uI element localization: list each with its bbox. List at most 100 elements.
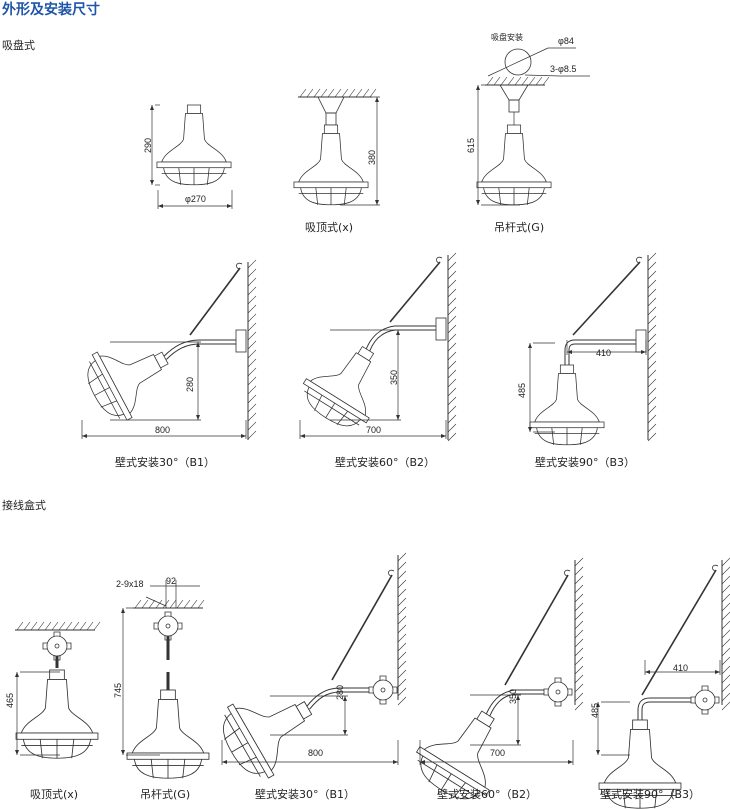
dim-label: 吸盘安装 <box>491 33 523 42</box>
lamp-arm-inner <box>638 698 700 720</box>
lamp <box>156 104 232 186</box>
junction-box <box>153 611 183 641</box>
lamp-cage <box>420 755 481 800</box>
lamp-rim <box>156 161 232 169</box>
lamp-cage-bars <box>298 187 364 205</box>
support-chain <box>504 574 569 686</box>
wall-hatch <box>447 252 457 442</box>
junction-box-body <box>372 679 394 701</box>
ceiling-hatch <box>299 88 377 98</box>
lamp <box>302 345 375 427</box>
lamp-cage <box>133 759 203 779</box>
lamp-cage-bars <box>604 789 676 809</box>
lamp-body <box>131 699 205 754</box>
lamp-rim <box>529 421 605 429</box>
lamp-cage-bars <box>161 167 227 185</box>
lamp-cage <box>306 386 361 427</box>
junction-box-screw <box>54 643 60 649</box>
wall-hook <box>636 256 643 264</box>
lamp-rim <box>293 181 369 189</box>
mount-stem <box>508 99 520 113</box>
junction-box <box>690 685 720 715</box>
lamp-rim <box>15 732 99 740</box>
suction-plate-axis <box>487 47 549 77</box>
suction-plate-circle <box>504 48 532 76</box>
page-title: 外形及安装尺寸 <box>2 2 100 18</box>
wall-hatch <box>247 259 257 440</box>
lamp-rim <box>598 782 682 790</box>
dim-label: 2-9x18 <box>116 579 144 589</box>
caption: 壁式安装60°（B2） <box>335 456 436 469</box>
junction-box <box>368 675 398 705</box>
dim-label: 800 <box>308 748 324 758</box>
caption: 吊杆式(G) <box>140 788 191 801</box>
dim-label: φ270 <box>185 194 206 204</box>
junction-box-screw <box>702 697 708 703</box>
lamp-arm-inner <box>306 688 385 709</box>
dim-label: 290 <box>143 137 153 153</box>
wall-hatch <box>721 557 730 711</box>
junction-box-body <box>547 681 569 703</box>
wall-hook <box>436 256 443 264</box>
junction-box-screw <box>165 623 171 629</box>
dim-label: φ84 <box>558 36 574 46</box>
ceiling-mount <box>499 84 529 101</box>
support-chain <box>389 261 441 323</box>
lamp-cage <box>605 789 675 809</box>
wall-hook <box>712 564 719 572</box>
dim-label: 280 <box>335 684 345 700</box>
lamp-cage <box>536 427 598 446</box>
wall-bracket <box>635 329 647 353</box>
lamp-cage-bars <box>132 759 204 779</box>
junction-box-body <box>694 689 716 711</box>
lamp-cage-bars <box>224 714 261 777</box>
dim-label: 280 <box>185 376 195 392</box>
dim-label: 380 <box>367 149 377 165</box>
lamp <box>476 124 552 206</box>
ceiling-hatch <box>486 76 550 86</box>
lamp-cage-bars <box>481 187 547 205</box>
lamp <box>15 669 99 759</box>
lamp-body <box>234 703 306 772</box>
dim-label: 485 <box>590 702 600 718</box>
lamp-cap <box>632 719 648 730</box>
lamp-arm <box>365 325 442 352</box>
dim-label: 615 <box>466 137 476 153</box>
wall-bracket <box>235 329 247 353</box>
lamp-body <box>534 373 600 423</box>
dim-label: 410 <box>596 348 612 358</box>
lamp-body <box>298 133 364 183</box>
support-chain <box>189 267 241 336</box>
lamp <box>293 124 369 206</box>
caption: 壁式安装30°（B1） <box>115 456 216 469</box>
lamp-cage-bars <box>21 739 93 759</box>
dimension-arrow <box>516 695 520 745</box>
lamp <box>598 719 682 809</box>
dim-label: 700 <box>490 748 506 758</box>
lamp <box>126 689 210 779</box>
dim-label: 485 <box>517 382 527 398</box>
lamp-cage <box>22 739 92 759</box>
dim-label: 465 <box>5 692 15 708</box>
lamp-body <box>603 729 677 784</box>
support-chain <box>572 261 641 336</box>
ceiling-hatch <box>16 621 101 631</box>
lamp <box>529 364 605 446</box>
lamp-arm-inner <box>366 326 442 351</box>
wall-hook <box>564 569 571 577</box>
lamp-body <box>481 133 547 183</box>
lamp-body <box>20 679 94 734</box>
junction-box-body <box>46 635 68 657</box>
lamp-body <box>309 352 372 417</box>
ceiling-mount <box>317 96 345 114</box>
dim-label: 3-φ8.5 <box>550 64 577 74</box>
caption: 壁式安装30°（B1） <box>255 788 356 801</box>
lamp-cap <box>323 124 339 134</box>
lamp-cap <box>186 104 202 114</box>
junction-box <box>42 631 72 661</box>
leader-line <box>524 74 561 77</box>
lamp-cap <box>559 364 575 374</box>
lamp-cage-bars <box>304 390 360 426</box>
dim-label: 410 <box>673 663 689 673</box>
